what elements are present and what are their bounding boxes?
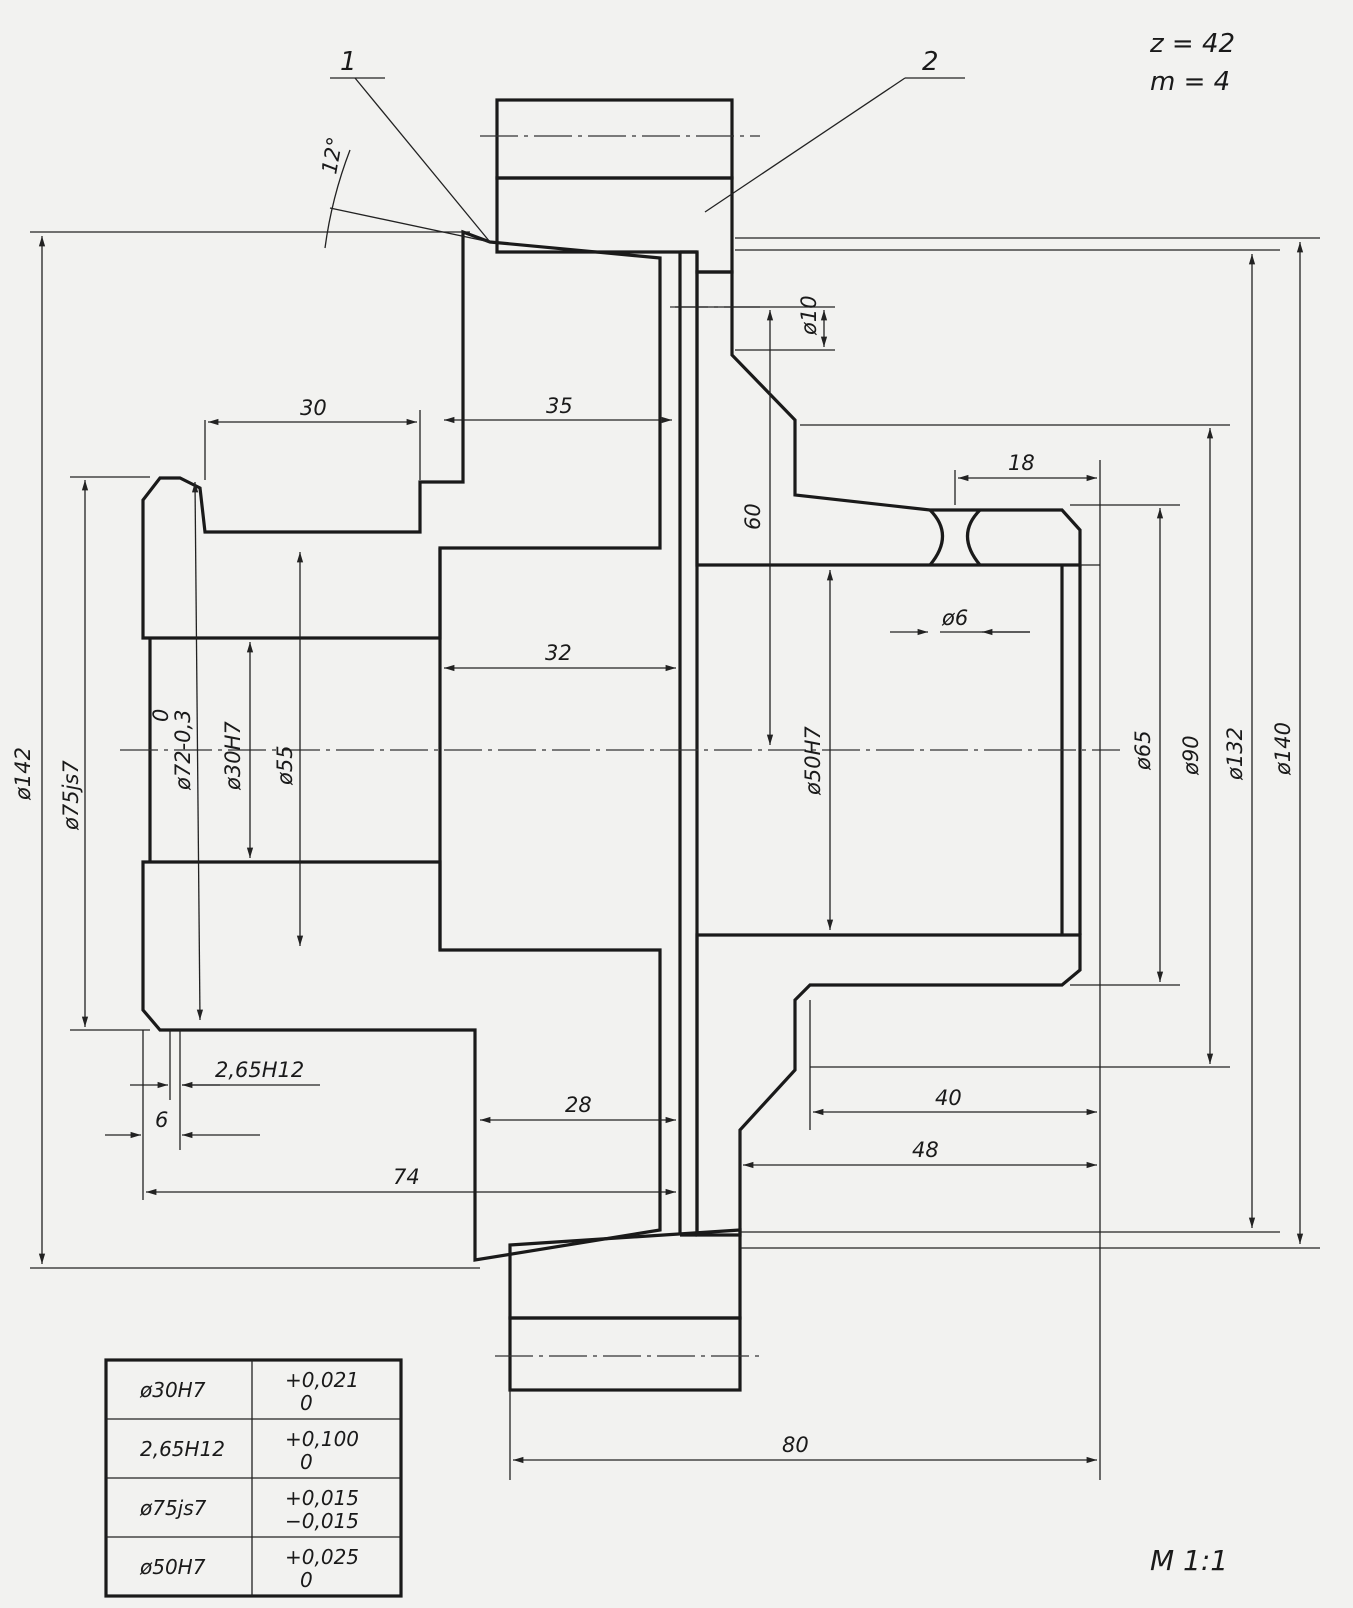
dim-l74: 74 [393,1165,420,1189]
dim-l35: 35 [546,394,573,418]
table-upper-2: +0,100 [285,1427,359,1451]
dim-l18: 18 [1008,451,1035,475]
table-fit-1: ø30H7 [139,1378,206,1402]
dim-d140: ø140 [1271,722,1295,776]
gear-teeth-label: z = 42 [1149,29,1235,59]
outline [148,98,1082,1392]
dim-d72-upper: 0 [149,709,173,722]
dim-l40: 40 [935,1086,962,1110]
dim-l32: 32 [545,641,572,665]
dim-d10: ø10 [797,295,821,336]
table-fit-2: 2,65H12 [140,1437,225,1461]
dim-d72: ø72-0,3 [171,709,195,791]
dim-l48: 48 [912,1138,939,1162]
part-label-1: 1 [340,47,357,77]
part1-section-upper [141,229,662,640]
part2-body-lower [695,933,1082,1237]
table-upper-4: +0,025 [285,1545,359,1569]
table-fit-4: ø50H7 [139,1555,206,1579]
table-lower-2: 0 [300,1450,313,1474]
part-label-2: 2 [922,47,939,77]
dim-l80: 80 [782,1433,809,1457]
leader-lines [324,77,965,249]
scale-label: M 1:1 [1150,1544,1228,1577]
dim-l6: 6 [155,1108,168,1132]
dimension-arrows-external [105,628,1030,1139]
dim-l60: 60 [741,503,765,530]
dim-d132: ø132 [1223,727,1247,781]
table-upper-3: +0,015 [285,1486,359,1510]
dim-d30h7: ø30H7 [221,721,245,791]
dim-d142: ø142 [11,747,35,801]
dim-d6: ø6 [941,606,968,630]
dim-d75js7: ø75js7 [59,760,83,831]
labels: z = 42 m = 4 1 2 M 1:1 12° ø142 ø75js7 0… [11,29,1295,1577]
tolerance-table: ø30H7 +0,021 0 2,65H12 +0,100 0 ø75js7 +… [104,1358,403,1598]
dim-l28: 28 [565,1093,592,1117]
dim-d90: ø90 [1179,735,1203,776]
table-upper-1: +0,021 [285,1368,359,1392]
dim-d50h7: ø50H7 [801,726,825,796]
table-fit-3: ø75js7 [139,1496,207,1520]
dim-groove: 2,65H12 [215,1058,304,1082]
dim-d65: ø65 [1131,730,1155,771]
gear-module-label: m = 4 [1150,67,1230,97]
dim-d55: ø55 [273,745,297,786]
dimension-lines [38,236,1304,1464]
table-lower-1: 0 [300,1391,313,1415]
part2-rim-lower [508,1228,742,1320]
table-lower-4: 0 [300,1568,313,1592]
extension-lines [30,231,1320,1480]
table-lower-3: −0,015 [285,1509,359,1533]
dim-l30: 30 [300,396,327,420]
